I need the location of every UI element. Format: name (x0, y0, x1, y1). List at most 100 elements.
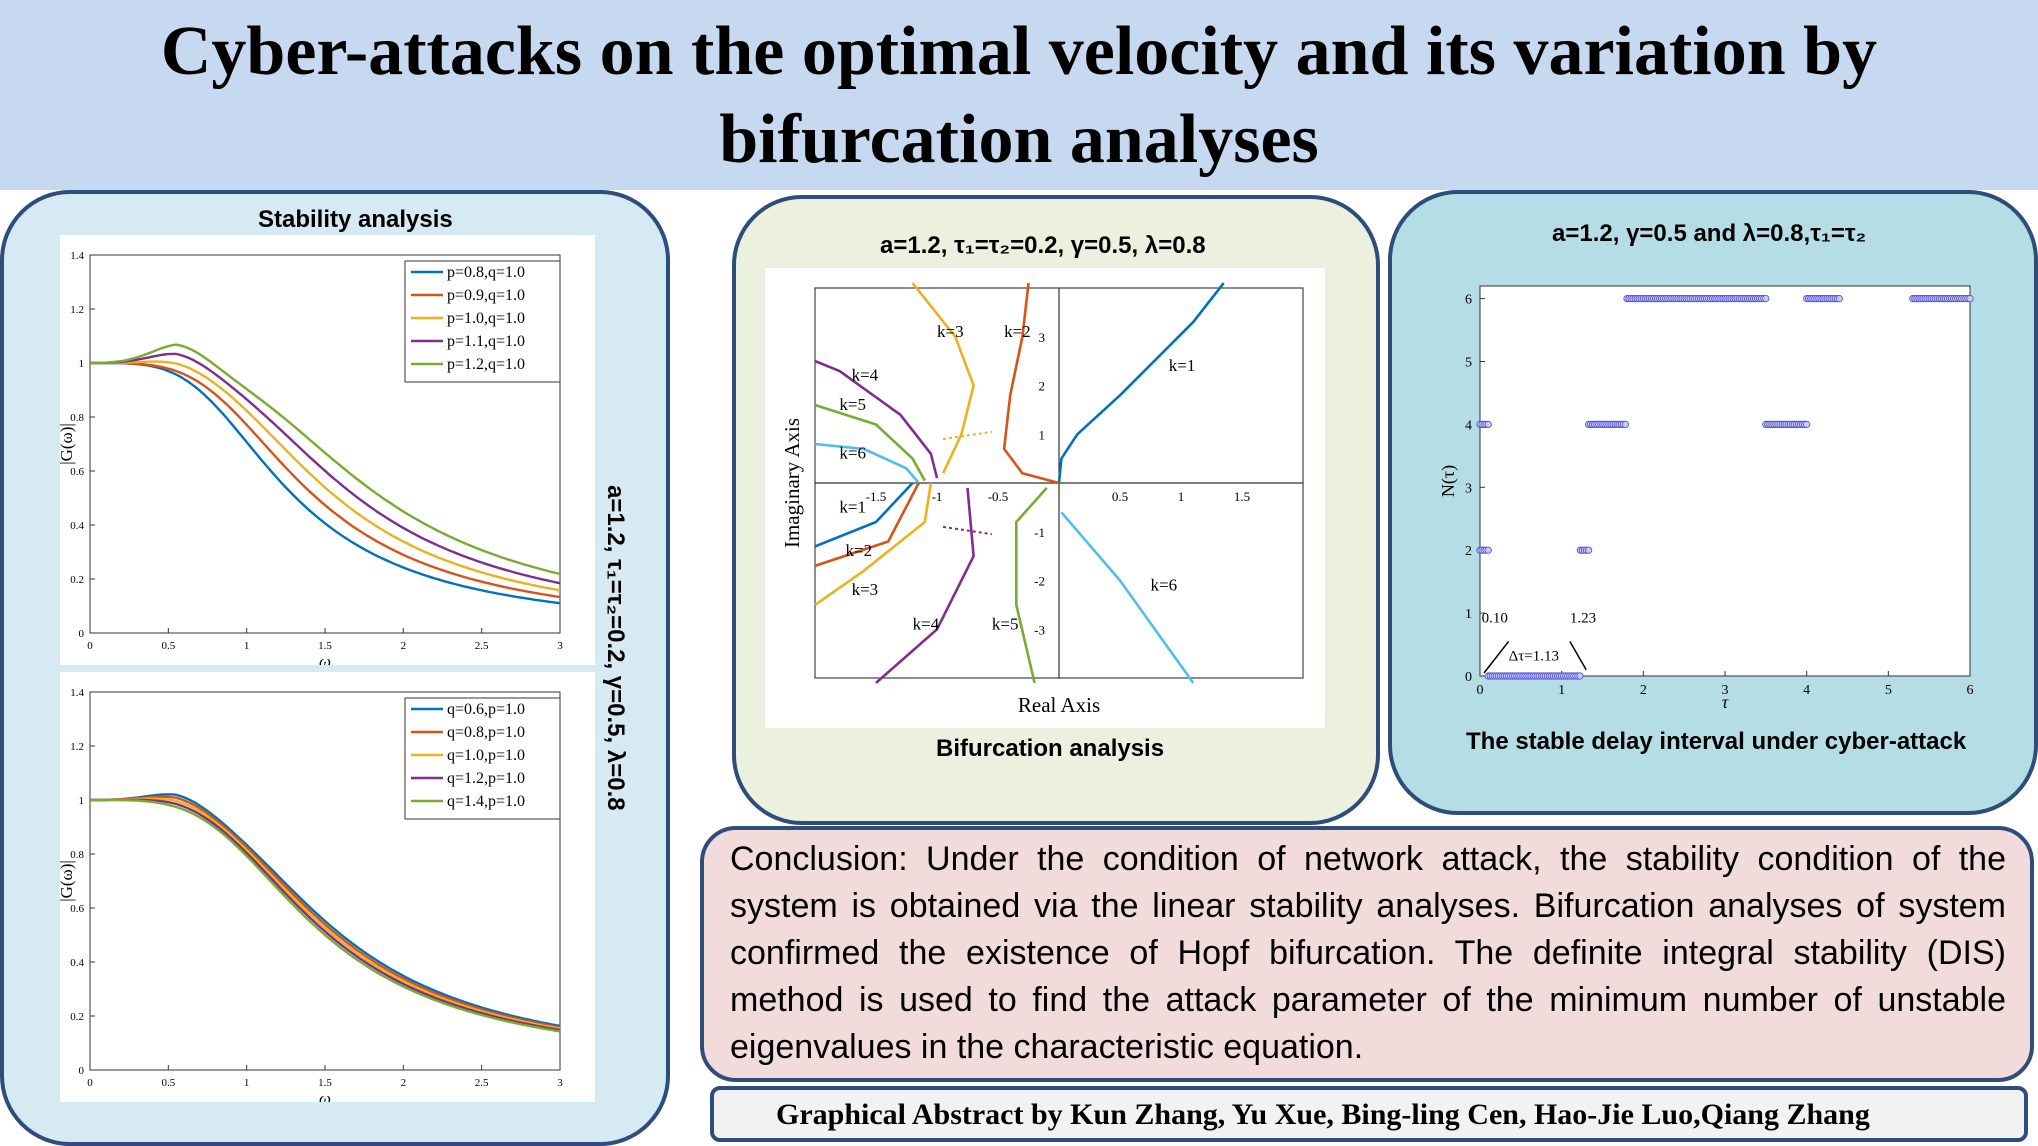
series-line (90, 361, 561, 599)
x-tick-label: -1 (932, 489, 943, 504)
x-tick-label: 3 (1722, 683, 1729, 698)
y-tick-label: 1 (79, 358, 85, 370)
branch-label: k=2 (846, 541, 873, 560)
y-tick-label: 2 (1039, 379, 1046, 394)
x-tick-label: 2 (1640, 683, 1647, 698)
data-point (1484, 420, 1492, 428)
branch-label: k=5 (992, 614, 1019, 633)
series-line (90, 793, 561, 1028)
plot-area (1479, 285, 1971, 677)
branch-label: k=1 (1169, 356, 1196, 375)
branch-curve (814, 482, 914, 548)
data-point (1585, 546, 1593, 554)
branch-label: k=6 (839, 444, 866, 463)
x-tick-label: 4 (1803, 683, 1810, 698)
series-line (90, 797, 561, 1030)
y-tick-label: 0 (1465, 670, 1472, 685)
x-tick-label: 1.5 (318, 1077, 332, 1089)
x-tick-label: 0.5 (161, 1077, 175, 1089)
series-line (90, 343, 561, 576)
branch-label: k=3 (937, 322, 964, 341)
data-point (1803, 420, 1811, 428)
legend-box (404, 260, 561, 383)
y-tick-label: 3 (1039, 330, 1046, 345)
x-tick-label: 2.5 (475, 1077, 489, 1089)
annotation-arrow (1483, 640, 1510, 674)
series-line (90, 798, 561, 1033)
footer-credit: Graphical Abstract by Kun Zhang, Yu Xue,… (776, 1098, 1870, 1131)
delay-params: a=1.2, γ=0.5 and λ=0.8,τ₁=τ₂ (1552, 220, 1867, 247)
branch-curve (814, 403, 926, 482)
data-point (1484, 546, 1492, 554)
y-axis-label: N(τ) (1438, 465, 1459, 497)
annotation-arrow (1569, 641, 1587, 671)
side-param-text: a=1.2, τ₁=τ₂=0.2, γ=0.5, λ=0.8 (602, 485, 629, 811)
legend-label: q=0.8,p=1.0 (447, 724, 525, 741)
y-tick-label: -2 (1034, 574, 1045, 589)
y-tick-label: 1.4 (70, 250, 84, 262)
x-axis-label: Real Axis (1018, 693, 1100, 717)
branch-curve (1002, 282, 1060, 485)
x-tick-label: 3 (557, 1077, 563, 1089)
delay-caption: The stable delay interval under cyber-at… (1466, 728, 1967, 755)
data-point (1621, 420, 1629, 428)
series-line (90, 798, 561, 1032)
y-tick-label: 1.4 (70, 687, 84, 699)
y-tick-label: 1 (79, 795, 85, 807)
x-axis-label: ω (319, 652, 331, 665)
y-tick-label: 0.8 (70, 849, 84, 861)
footer-panel (710, 1086, 2028, 1142)
y-tick-label: 3 (1465, 481, 1472, 496)
x-tick-label: 2 (401, 1077, 407, 1089)
branch-label: k=4 (913, 614, 940, 633)
series-line (90, 360, 561, 592)
y-axis-label: Imaginary Axis (780, 418, 804, 548)
data-point (1576, 672, 1584, 680)
branch-curve (1015, 487, 1048, 684)
series-line (90, 795, 561, 1029)
y-tick-label: 1 (1039, 427, 1046, 442)
branch-curve (814, 359, 939, 479)
y-tick-label: 0.6 (70, 466, 84, 478)
x-tick-label: -1.5 (866, 489, 887, 504)
x-tick-label: 0 (87, 1077, 93, 1089)
x-tick-label: 1.5 (318, 640, 332, 652)
y-tick-label: 0.4 (70, 957, 84, 969)
x-tick-label: 6 (1967, 683, 1974, 698)
y-tick-label: 0.4 (70, 520, 84, 532)
branch-label: k=3 (852, 580, 879, 599)
annotation-start: 0.10 (1482, 611, 1508, 627)
y-tick-label: 6 (1465, 293, 1472, 308)
branch-curve (875, 487, 975, 684)
dotted-trace (942, 430, 993, 441)
y-tick-label: 0.2 (70, 574, 84, 586)
x-tick-label: 0 (87, 640, 93, 652)
branch-curve (1060, 511, 1195, 684)
x-tick-label: -0.5 (988, 489, 1009, 504)
legend-label: p=0.9,q=1.0 (447, 287, 525, 304)
x-axis-label: ω (319, 1089, 331, 1102)
branch-curve (911, 282, 975, 474)
title-banner: Cyber-attacks on the optimal velocity an… (0, 0, 2038, 190)
branch-curve (814, 482, 920, 568)
y-tick-label: 4 (1465, 418, 1472, 433)
conclusion-text: Conclusion: Under the condition of netwo… (730, 840, 2006, 1066)
legend-label: p=1.2,q=1.0 (447, 356, 525, 373)
x-tick-label: 1 (1558, 683, 1565, 698)
branch-curve (814, 442, 920, 484)
legend-label: p=1.1,q=1.0 (447, 333, 525, 350)
data-point (1966, 294, 1974, 303)
x-tick-label: 2 (401, 640, 407, 652)
legend-label: q=1.4,p=1.0 (447, 793, 525, 810)
legend-label: q=0.6,p=1.0 (447, 701, 525, 718)
y-tick-label: 0.8 (70, 412, 84, 424)
branch-label: k=6 (1151, 575, 1178, 594)
data-point (1835, 294, 1843, 303)
legend-label: q=1.2,p=1.0 (447, 770, 525, 787)
